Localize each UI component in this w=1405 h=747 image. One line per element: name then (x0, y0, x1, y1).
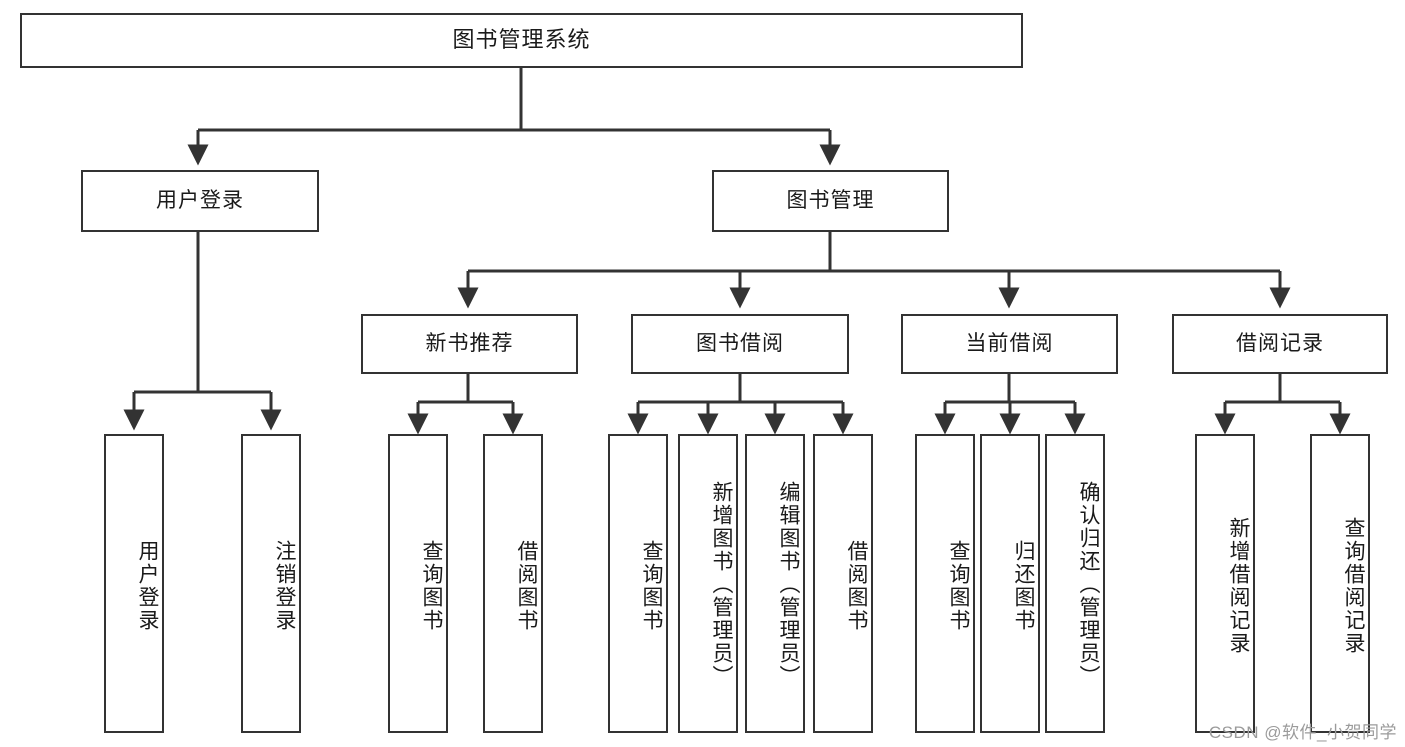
leaf-new-book-borrow[interactable]: 借阅图书 (483, 434, 543, 733)
node-root-system[interactable]: 图书管理系统 (20, 13, 1023, 68)
leaf-label: 编辑图书（管理员） (777, 481, 800, 688)
leaf-label: 确认归还（管理员） (1077, 481, 1100, 688)
leaf-label: 注销登录 (273, 539, 296, 632)
node-new-book-recommend[interactable]: 新书推荐 (361, 314, 578, 374)
leaf-label: 借阅图书 (515, 539, 538, 632)
leaf-label: 查询图书 (947, 539, 970, 632)
leaf-current-borrow-query[interactable]: 查询图书 (915, 434, 975, 733)
leaf-user-login-login[interactable]: 用户登录 (104, 434, 164, 733)
leaf-book-borrow-query[interactable]: 查询图书 (608, 434, 668, 733)
leaf-current-borrow-confirm[interactable]: 确认归还（管理员） (1045, 434, 1105, 733)
leaf-label: 新增借阅记录 (1227, 516, 1250, 655)
leaf-user-login-logout[interactable]: 注销登录 (241, 434, 301, 733)
leaf-borrow-record-add[interactable]: 新增借阅记录 (1195, 434, 1255, 733)
leaf-new-book-query[interactable]: 查询图书 (388, 434, 448, 733)
node-user-login[interactable]: 用户登录 (81, 170, 319, 232)
leaf-book-borrow-edit[interactable]: 编辑图书（管理员） (745, 434, 805, 733)
node-book-borrow[interactable]: 图书借阅 (631, 314, 849, 374)
leaf-label: 查询图书 (420, 539, 443, 632)
leaf-label: 归还图书 (1012, 539, 1035, 632)
leaf-label: 用户登录 (136, 539, 159, 632)
leaf-label: 查询借阅记录 (1342, 516, 1365, 655)
node-book-management[interactable]: 图书管理 (712, 170, 949, 232)
leaf-borrow-record-query[interactable]: 查询借阅记录 (1310, 434, 1370, 733)
node-borrow-record[interactable]: 借阅记录 (1172, 314, 1388, 374)
leaf-book-borrow-add[interactable]: 新增图书（管理员） (678, 434, 738, 733)
node-current-borrow[interactable]: 当前借阅 (901, 314, 1118, 374)
leaf-label: 查询图书 (640, 539, 663, 632)
leaf-current-borrow-return[interactable]: 归还图书 (980, 434, 1040, 733)
leaf-label: 新增图书（管理员） (710, 481, 733, 688)
csdn-watermark: CSDN @软件_小贺同学 (1208, 723, 1397, 742)
leaf-book-borrow-borrow[interactable]: 借阅图书 (813, 434, 873, 733)
leaf-label: 借阅图书 (845, 539, 868, 632)
